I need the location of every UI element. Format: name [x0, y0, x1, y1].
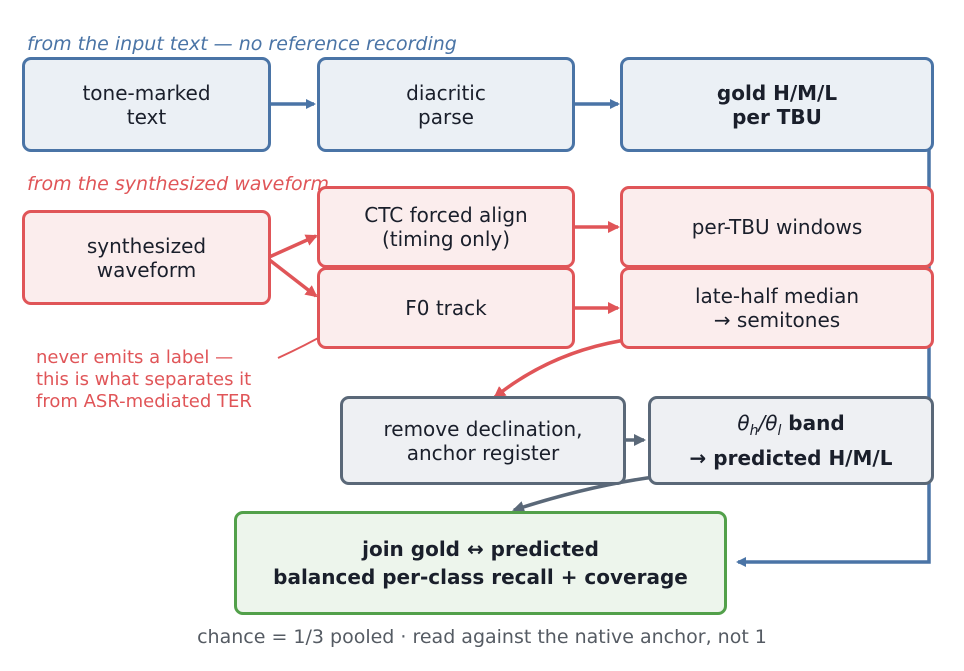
box-line: join gold ↔ predicted: [362, 537, 599, 561]
box-line: per TBU: [732, 104, 822, 129]
box-join-gold-predicted: join gold ↔ predicted balanced per-class…: [234, 511, 727, 615]
box-line: anchor register: [406, 440, 560, 465]
box-line: F0 track: [405, 296, 487, 320]
box-late-half-median: late-half median → semitones: [620, 267, 934, 349]
lane-label-synth: from the synthesized waveform: [27, 173, 329, 195]
box-line: text: [126, 104, 167, 129]
footer-caption: chance = 1/3 pooled · read against the n…: [197, 626, 767, 648]
box-line: CTC forced align: [364, 203, 528, 227]
box-diacritic-parse: diacritic parse: [317, 57, 575, 152]
arrow-wave-to-ctc: [266, 234, 318, 260]
box-line: per-TBU windows: [691, 215, 863, 239]
arrow-wave-to-f0: [265, 256, 318, 298]
box-f0-track: F0 track: [317, 267, 575, 349]
theta-subscript-l: l: [777, 422, 782, 439]
annotation-never-emits-label: never emits a label — this is what separ…: [36, 347, 252, 413]
box-gold-per-tbu: gold H/M/L per TBU: [620, 57, 934, 152]
theta-symbol: θ: [737, 410, 750, 435]
box-ctc-forced-align: CTC forced align (timing only): [317, 186, 575, 268]
box-line: → semitones: [713, 308, 841, 332]
box-per-tbu-windows: per-TBU windows: [620, 186, 934, 268]
box-line: waveform: [96, 257, 197, 282]
box-line: late-half median: [694, 284, 860, 308]
box-line: gold H/M/L: [716, 80, 838, 105]
box-line: θh/θl band: [737, 410, 844, 445]
annotation-line: from ASR-mediated TER: [36, 391, 252, 412]
box-line: parse: [418, 104, 474, 129]
band-word: band: [781, 410, 845, 435]
box-line: tone-marked: [82, 80, 211, 105]
box-line: balanced per-class recall + coverage: [273, 565, 688, 589]
box-remove-declination: remove declination, anchor register: [340, 396, 626, 485]
box-line: remove declination,: [383, 416, 583, 441]
box-synthesized-waveform: synthesized waveform: [22, 210, 271, 305]
box-line: synthesized: [86, 233, 207, 258]
theta-slash: /θ: [758, 410, 778, 435]
box-theta-band: θh/θl band → predicted H/M/L: [648, 396, 934, 485]
annotation-line: this is what separates it: [36, 369, 252, 390]
box-tone-marked-text: tone-marked text: [22, 57, 271, 152]
annotation-line: never emits a label —: [36, 347, 234, 368]
box-line: diacritic: [406, 80, 486, 105]
theta-subscript-h: h: [749, 422, 759, 439]
lane-label-input: from the input text — no reference recor…: [27, 33, 457, 55]
box-line: → predicted H/M/L: [689, 445, 893, 470]
box-line: (timing only): [381, 227, 511, 251]
